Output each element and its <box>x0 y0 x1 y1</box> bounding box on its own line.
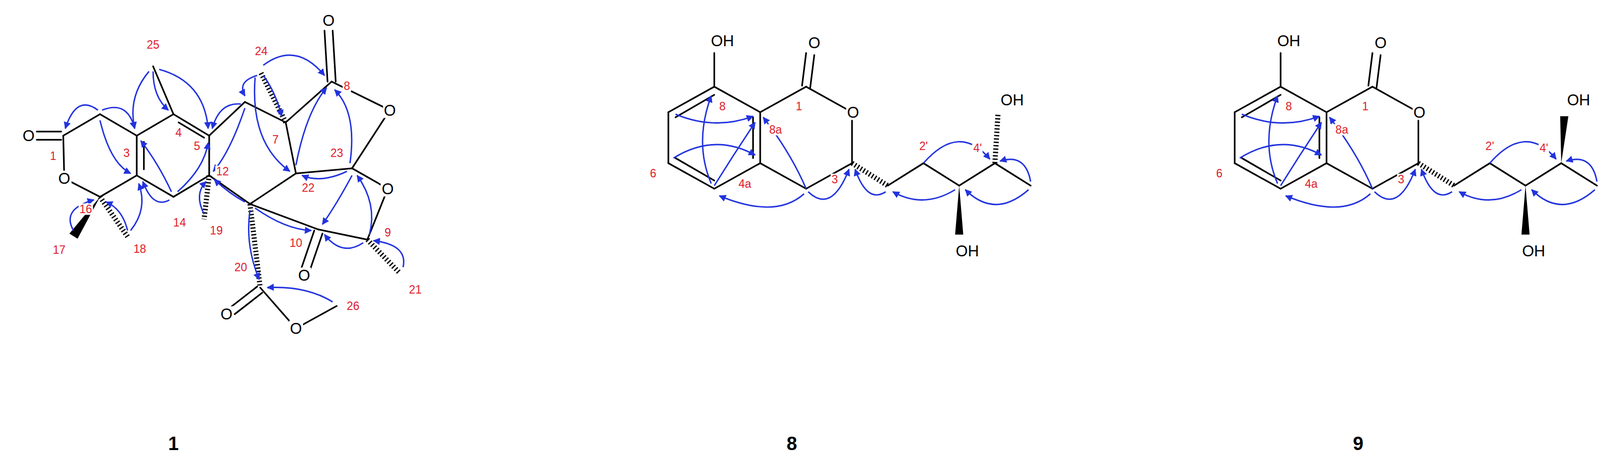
locant-number: 3 <box>830 173 839 186</box>
atom-label: O <box>807 35 822 51</box>
locant-number: 25 <box>145 39 161 51</box>
atom-label: O <box>21 128 36 144</box>
hashed-bond-8 <box>994 114 998 164</box>
atom-label: O <box>382 102 397 118</box>
locant-number: 14 <box>172 216 188 229</box>
compound-number: 1 <box>167 434 180 454</box>
locant-number: 23 <box>329 147 345 160</box>
atom-label: OH <box>1520 243 1547 259</box>
atom-label: O <box>297 267 312 284</box>
locant-number: 6 <box>648 167 658 180</box>
locant-number: 16 <box>78 203 94 215</box>
locant-number: 4' <box>972 142 983 154</box>
atom-label: O <box>219 306 234 322</box>
atom-label: O <box>1373 35 1388 51</box>
atom-label: O <box>1412 104 1427 120</box>
locant-number: 8 <box>1284 100 1293 112</box>
atom-label: O <box>846 104 861 120</box>
locant-number: 2' <box>918 140 929 152</box>
locant-number: 8 <box>718 100 727 112</box>
locant-number: 1 <box>794 100 803 112</box>
locant-number: 8a <box>768 123 784 136</box>
locant-number: 4a <box>1303 177 1319 190</box>
locant-number: 21 <box>407 284 423 296</box>
locant-number: 8 <box>342 80 352 92</box>
atom-label: OH <box>710 33 736 49</box>
atom-label: OH <box>955 243 981 259</box>
locant-number: 3 <box>122 147 131 160</box>
atom-label: OH <box>999 92 1026 108</box>
locant-number: 19 <box>209 225 225 237</box>
locant-number: 1 <box>1360 100 1370 112</box>
locant-number: 12 <box>215 165 231 177</box>
locant-number: 17 <box>51 244 67 256</box>
locant-number: 4a <box>737 177 753 190</box>
compound-number: 9 <box>1352 434 1365 454</box>
structure-8 <box>668 53 1031 235</box>
locant-number: 26 <box>345 300 361 312</box>
locant-number: 20 <box>233 261 249 273</box>
locant-number: 7 <box>271 134 280 146</box>
locant-number: 22 <box>300 181 316 194</box>
locant-number: 3 <box>1396 173 1406 186</box>
atom-label: O <box>57 170 72 187</box>
atom-label: OH <box>1566 92 1592 108</box>
hashed-bonds-1 <box>99 71 400 288</box>
atom-label: OH <box>1276 33 1302 49</box>
locant-number: 4' <box>1538 142 1550 154</box>
locant-number: 4 <box>174 126 183 139</box>
atom-label: O <box>288 320 303 337</box>
locant-number: 1 <box>48 150 58 162</box>
structure-9 <box>1234 53 1598 235</box>
atom-label: O <box>321 12 336 29</box>
locant-number: 9 <box>383 227 393 239</box>
bonds-1 <box>36 30 391 329</box>
locant-number: 18 <box>132 243 148 255</box>
locant-number: 2' <box>1484 140 1496 152</box>
locant-number: 24 <box>253 45 269 57</box>
wedge-bond-9 <box>1560 116 1569 163</box>
locant-number: 10 <box>288 237 304 249</box>
locant-number: 8a <box>1334 123 1350 136</box>
hmbc-arrows-1 <box>65 55 404 303</box>
compound-number: 8 <box>785 434 799 454</box>
atom-label: O <box>380 180 395 197</box>
locant-number: 5 <box>192 140 202 152</box>
locant-number: 6 <box>1215 167 1224 180</box>
